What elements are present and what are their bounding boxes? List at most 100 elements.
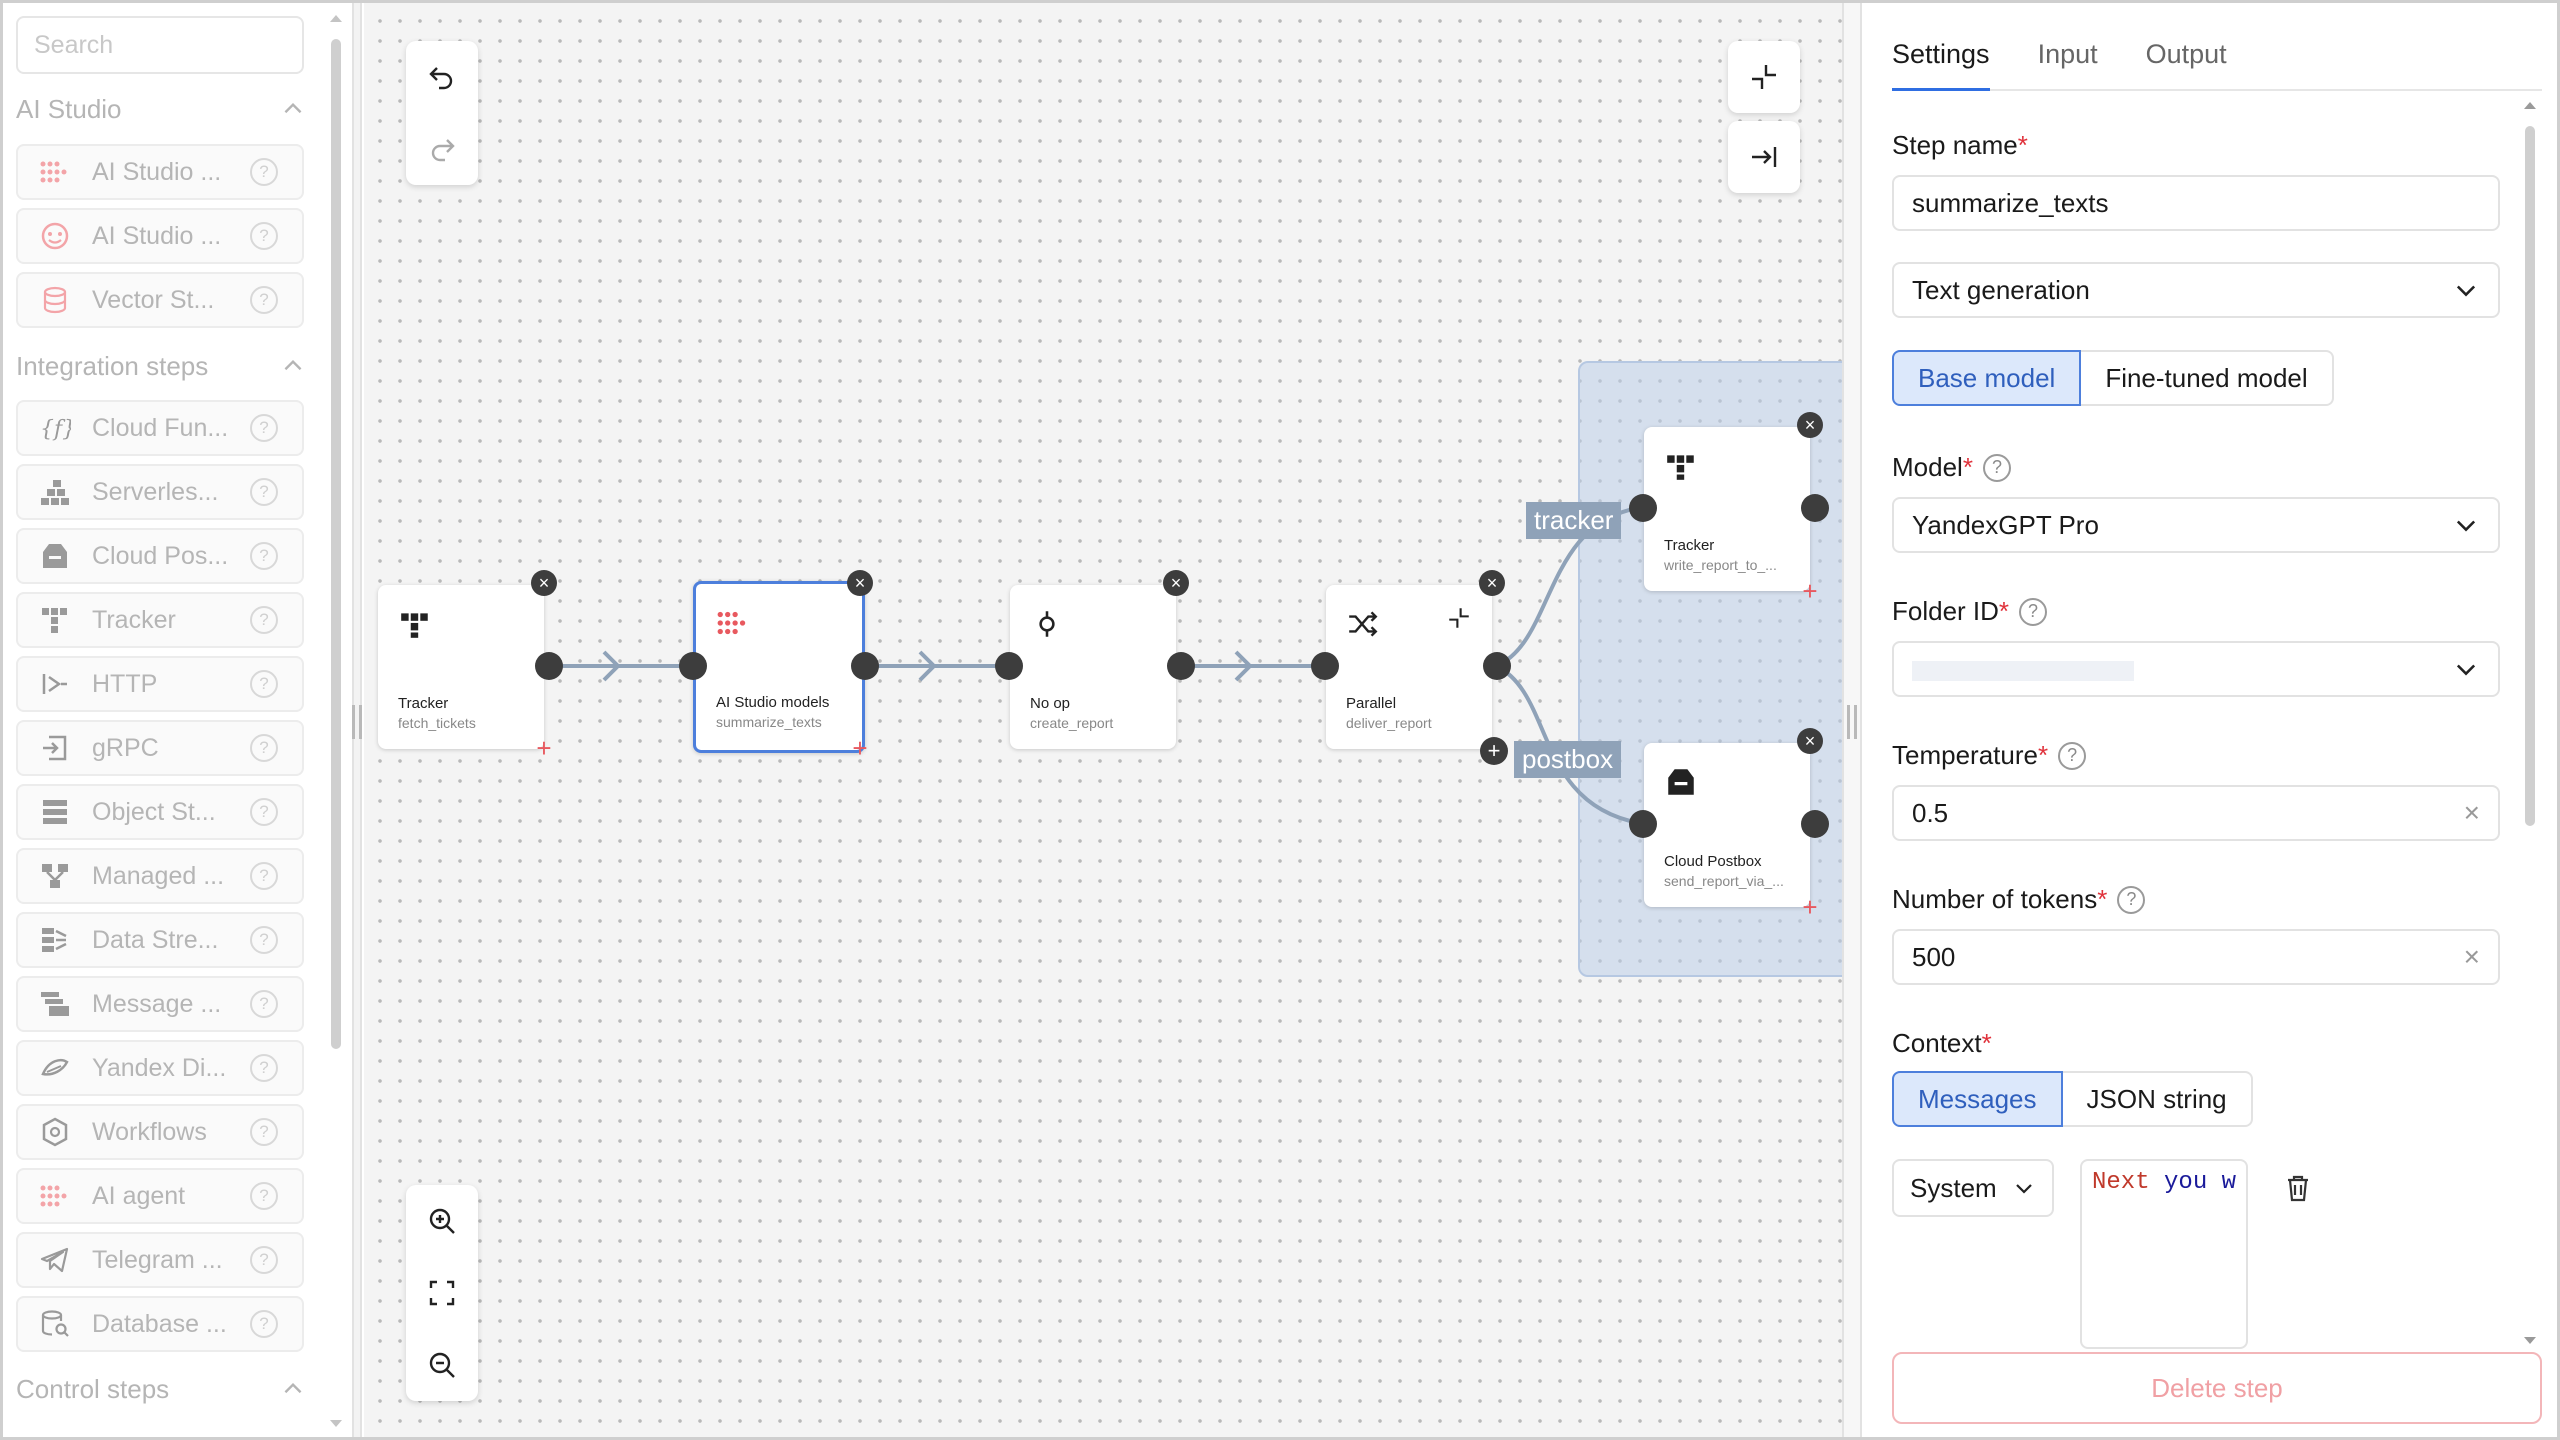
undo-button[interactable] [406,41,478,113]
scroll-up-icon[interactable] [327,11,345,25]
sidebar-item-tracker[interactable]: Tracker ? [16,592,304,648]
step-name-field[interactable]: summarize_texts [1892,175,2500,231]
clear-icon[interactable]: × [2463,797,2480,828]
fine-tuned-model-option[interactable]: Fine-tuned model [2081,350,2334,406]
help-icon[interactable]: ? [250,990,278,1018]
output-port[interactable] [1801,810,1829,838]
add-branch-button[interactable]: + [1480,737,1508,765]
add-error-branch-button[interactable]: + [1802,576,1818,606]
collapse-branch-icon[interactable] [1446,605,1472,631]
add-error-branch-button[interactable]: + [852,733,868,763]
help-icon[interactable]: ? [250,478,278,506]
help-icon[interactable]: ? [2058,741,2087,770]
collapse-button[interactable] [1728,41,1800,113]
tokens-value[interactable]: 500 [1912,941,1956,972]
message-text-input[interactable]: Next you w [2080,1159,2248,1349]
message-role-select[interactable]: System [1892,1159,2054,1217]
input-port[interactable] [1311,652,1339,680]
sidebar-item-http[interactable]: HTTP ? [16,656,304,712]
input-port[interactable] [995,652,1023,680]
help-icon[interactable]: ? [1982,453,2011,482]
help-icon[interactable]: ? [250,670,278,698]
help-icon[interactable]: ? [250,798,278,826]
sidebar-item-database[interactable]: Database ... ? [16,1296,304,1352]
help-icon[interactable]: ? [250,1310,278,1338]
remove-node-button[interactable]: × [1797,728,1823,754]
sidebar-item-cloud-postbox[interactable]: Cloud Pos... ? [16,528,304,584]
output-port[interactable] [1483,652,1511,680]
sidebar-item-managed-services[interactable]: Managed ... ? [16,848,304,904]
help-icon[interactable]: ? [250,926,278,954]
help-icon[interactable]: ? [250,1054,278,1082]
help-icon[interactable]: ? [250,286,278,314]
help-icon[interactable]: ? [250,542,278,570]
messages-option[interactable]: Messages [1892,1071,2063,1127]
json-string-option[interactable]: JSON string [2062,1071,2253,1127]
panel-scrollbar[interactable] [2520,98,2540,1348]
help-icon[interactable]: ? [250,1246,278,1274]
redo-button[interactable] [406,113,478,185]
fit-view-button[interactable] [406,1257,478,1329]
sidebar-item-vector-store[interactable]: Vector St... ? [16,272,304,328]
zoom-out-button[interactable] [406,1329,478,1401]
sidebar-item-yandex-disk[interactable]: Yandex Di... ? [16,1040,304,1096]
step-type-select[interactable]: Text generation [1892,262,2500,318]
sidebar-item-ai-agent[interactable]: AI agent ? [16,1168,304,1224]
help-icon[interactable]: ? [250,862,278,890]
remove-node-button[interactable]: × [531,570,557,596]
sidebar-item-ai-studio-models[interactable]: AI Studio ... ? [16,144,304,200]
sidebar-item-ai-studio-assistant[interactable]: AI Studio ... ? [16,208,304,264]
sidebar-item-serverless-containers[interactable]: Serverles... ? [16,464,304,520]
workflow-canvas[interactable]: Tracker fetch_tickets × + AI Studio mode… [364,3,1842,1437]
panel-resize-handle[interactable] [1842,3,1862,1437]
sidebar-item-object-storage[interactable]: Object St... ? [16,784,304,840]
help-icon[interactable]: ? [250,158,278,186]
add-error-branch-button[interactable]: + [1802,892,1818,922]
node-tracker-fetch[interactable]: Tracker fetch_tickets [378,585,544,749]
remove-node-button[interactable]: × [1163,570,1189,596]
remove-node-button[interactable]: × [1797,412,1823,438]
output-port[interactable] [1167,652,1195,680]
help-icon[interactable]: ? [250,1118,278,1146]
remove-node-button[interactable]: × [847,570,873,596]
sidebar-item-grpc[interactable]: gRPC ? [16,720,304,776]
clear-icon[interactable]: × [2463,941,2480,972]
search-input[interactable] [18,18,302,72]
scroll-down-icon[interactable] [327,1417,345,1431]
delete-step-button[interactable]: Delete step [1892,1352,2542,1424]
section-control-steps[interactable]: Control steps [16,1369,306,1409]
node-parallel[interactable]: Parallel deliver_report [1326,585,1492,749]
chevron-up-icon[interactable] [280,353,306,379]
base-model-option[interactable]: Base model [1892,350,2082,406]
trash-icon[interactable] [2282,1172,2314,1204]
help-icon[interactable]: ? [250,414,278,442]
step-name-value[interactable]: summarize_texts [1912,187,2109,218]
sidebar-item-cloud-functions[interactable]: {f} Cloud Fun... ? [16,400,304,456]
node-ai-studio-models[interactable]: AI Studio models summarize_texts [693,581,865,753]
model-select[interactable]: YandexGPT Pro [1892,497,2500,553]
help-icon[interactable]: ? [250,222,278,250]
folder-id-select[interactable] [1892,641,2500,697]
help-icon[interactable]: ? [2117,885,2146,914]
sidebar-item-workflows[interactable]: Workflows ? [16,1104,304,1160]
scrollbar-thumb[interactable] [331,39,341,1049]
tab-input[interactable]: Input [2037,39,2098,69]
sidebar-scrollbar[interactable] [327,11,345,1431]
section-ai-studio[interactable]: AI Studio [16,89,306,129]
node-tracker-write[interactable]: Tracker write_report_to_... [1644,427,1810,591]
output-port[interactable] [1801,494,1829,522]
help-icon[interactable]: ? [2019,597,2048,626]
help-icon[interactable]: ? [250,606,278,634]
section-integration-steps[interactable]: Integration steps [16,346,306,386]
sidebar-item-message-queue[interactable]: Message ... ? [16,976,304,1032]
chevron-up-icon[interactable] [280,96,306,122]
remove-node-button[interactable]: × [1479,570,1505,596]
tab-settings[interactable]: Settings [1892,31,1990,91]
node-cloud-postbox[interactable]: Cloud Postbox send_report_via_... [1644,743,1810,907]
node-no-op[interactable]: No op create_report [1010,585,1176,749]
zoom-in-button[interactable] [406,1185,478,1257]
tokens-field[interactable]: 500 × [1892,929,2500,985]
help-icon[interactable]: ? [250,734,278,762]
sidebar-item-data-streams[interactable]: Data Stre... ? [16,912,304,968]
tab-output[interactable]: Output [2145,39,2227,69]
